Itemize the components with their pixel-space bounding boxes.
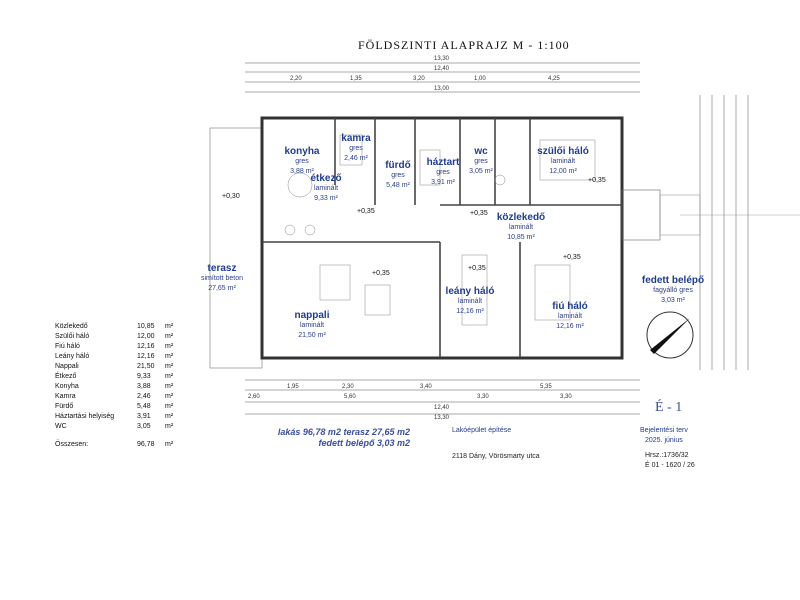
dim-top-d: 1,00 <box>474 76 486 82</box>
area-summary: lakás 96,78 m2 terasz 27,65 m2 fedett be… <box>255 427 410 449</box>
project-number: É 01 - 1620 / 26 <box>645 462 695 469</box>
svg-text:+0,30: +0,30 <box>222 193 240 200</box>
dim-bot-g: 3,30 <box>477 394 489 400</box>
drawing-title: FÖLDSZINTI ALAPRAJZ M - 1:100 <box>358 38 570 52</box>
svg-text:+0,35: +0,35 <box>468 265 486 272</box>
top-dimension-lines <box>245 62 640 415</box>
right-dimension-lines <box>699 95 749 370</box>
dim-bot-e: 2,60 <box>248 394 260 400</box>
project-type: Bejelentési terv <box>640 427 688 434</box>
svg-text:+0,35: +0,35 <box>588 177 606 184</box>
dim-top-b: 1,35 <box>350 76 362 82</box>
dim-bot-a: 1,95 <box>287 384 299 390</box>
svg-text:+0,35: +0,35 <box>563 254 581 261</box>
svg-text:+0,35: +0,35 <box>470 210 488 217</box>
north-compass <box>646 311 694 359</box>
project-hrsz: Hrsz.:1736/32 <box>645 452 689 459</box>
dim-top-c: 3,20 <box>413 76 425 82</box>
sheet-code: É - 1 <box>655 400 683 415</box>
dim-bot-d: 5,35 <box>540 384 552 390</box>
dim-bot-i: 12,40 <box>434 405 450 411</box>
dim-bot-h: 3,30 <box>560 394 572 400</box>
dim-top-1: 13,30 <box>434 56 450 62</box>
dim-top-4: 13,00 <box>434 86 450 92</box>
summary-line-1: lakás 96,78 m2 terasz 27,65 m2 <box>277 427 410 437</box>
dim-bot-b: 2,30 <box>342 384 354 390</box>
summary-line-2: fedett belépő 3,03 m2 <box>318 438 410 448</box>
project-address: 2118 Dány, Vörösmarty utca <box>452 453 540 460</box>
dim-top-e: 4,25 <box>548 76 560 82</box>
dim-top-2: 12,40 <box>434 66 450 72</box>
dim-bot-j: 13,30 <box>434 415 450 421</box>
project-name: Lakóépület építése <box>452 427 512 434</box>
entrance-canopy <box>621 189 661 241</box>
svg-text:+0,35: +0,35 <box>357 208 375 215</box>
inner-walls <box>262 118 622 358</box>
terrace-outline <box>209 127 263 369</box>
dim-bot-f: 5,60 <box>344 394 356 400</box>
dim-top-a: 2,20 <box>290 76 302 82</box>
project-date: 2025. június <box>645 437 683 444</box>
svg-text:+0,35: +0,35 <box>372 270 390 277</box>
dim-bot-c: 3,40 <box>420 384 432 390</box>
level-markers: +0,30 +0,35 +0,35 +0,35 +0,35 +0,35 +0,3… <box>222 177 606 277</box>
furniture <box>284 134 596 326</box>
